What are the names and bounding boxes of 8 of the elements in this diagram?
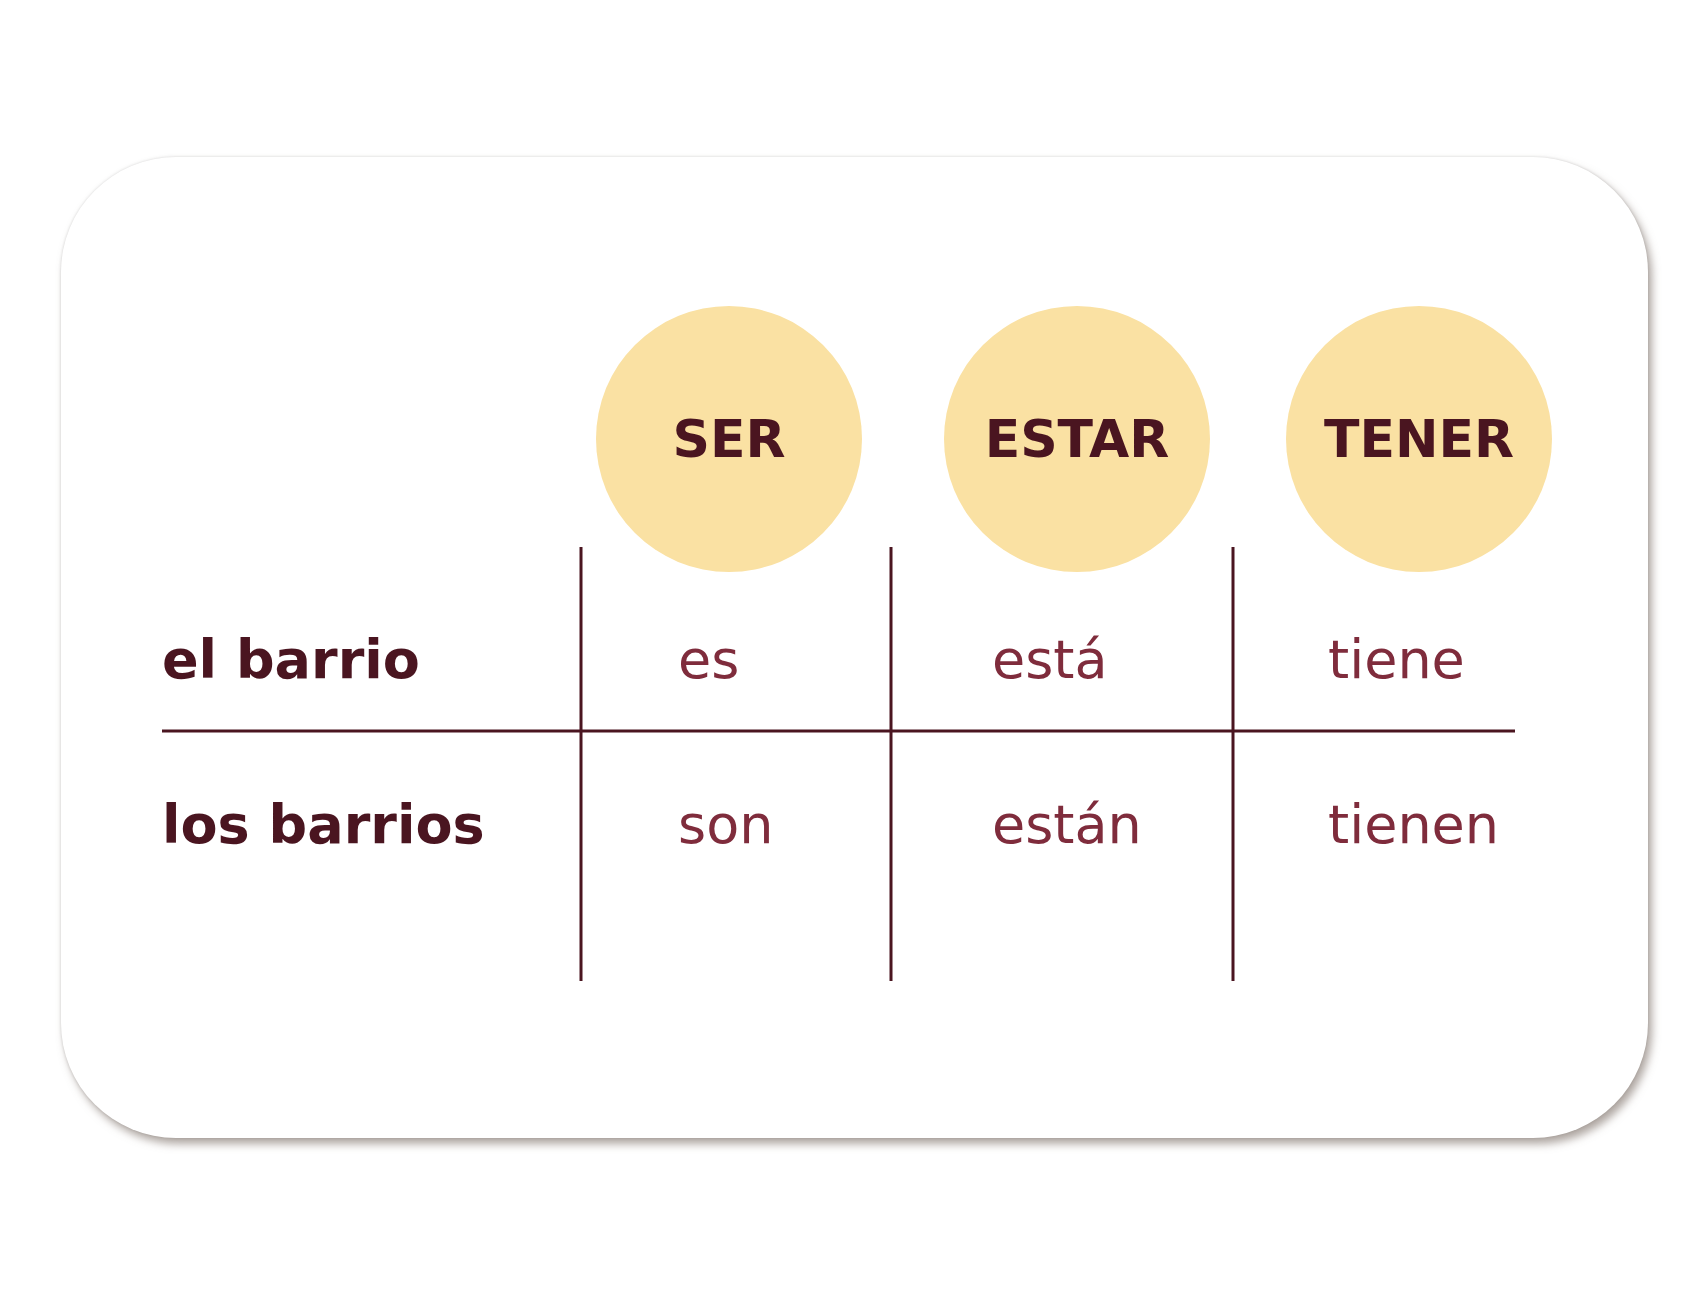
verb-form: está <box>992 628 1108 692</box>
verb-form: tienen <box>1328 793 1500 857</box>
verb-form: son <box>678 793 774 857</box>
verb-form: tiene <box>1328 628 1465 692</box>
row-header: el barrio <box>162 628 420 692</box>
row-header: los barrios <box>162 793 485 857</box>
verb-form: es <box>678 628 740 692</box>
verb-form: están <box>992 793 1142 857</box>
